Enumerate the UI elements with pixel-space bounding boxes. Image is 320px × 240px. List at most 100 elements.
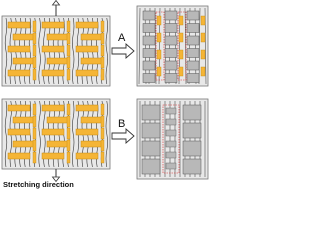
orange-crystal	[178, 15, 184, 26]
red-dashed-cluster	[162, 104, 180, 174]
double-arrow-up-icon	[51, 0, 61, 16]
lamella	[7, 21, 31, 29]
lamella	[12, 140, 36, 148]
orange-crystal	[156, 15, 162, 26]
lamella-edge	[100, 127, 105, 140]
grey-block	[182, 122, 202, 139]
grey-block	[142, 10, 156, 21]
arrow-right-a-icon	[111, 43, 135, 59]
chain-line	[72, 17, 75, 85]
grey-block	[186, 60, 200, 71]
grey-block	[164, 23, 178, 33]
lamella	[41, 104, 65, 112]
small-grey-block	[165, 140, 177, 148]
grey-block	[142, 73, 156, 83]
grey-block	[141, 140, 161, 157]
lamella-edge	[32, 127, 37, 140]
lamella-edge	[100, 103, 105, 116]
lamella-edge	[66, 32, 71, 45]
chain-line	[188, 7, 191, 85]
lamella-edge	[66, 103, 71, 116]
orange-crystal	[178, 32, 184, 43]
lamella	[80, 140, 104, 148]
grey-block	[186, 35, 200, 46]
grey-block	[164, 48, 178, 58]
lamella-edge	[66, 44, 71, 57]
chain-line	[164, 7, 167, 85]
chain-line	[105, 17, 108, 85]
chain-line	[184, 7, 187, 85]
lamella	[41, 152, 65, 160]
grey-block	[164, 60, 178, 71]
lamella-edge	[32, 32, 37, 45]
lamella-edge	[66, 115, 71, 128]
lamella	[75, 152, 99, 160]
lamella	[75, 21, 99, 29]
grey-block	[142, 23, 156, 33]
lamella-edge	[100, 56, 105, 69]
lamella	[41, 45, 65, 53]
lamella	[7, 152, 31, 160]
chain-line	[38, 17, 41, 85]
orange-crystal	[156, 49, 162, 60]
grey-block	[142, 60, 156, 71]
lamella	[12, 57, 36, 65]
lamella-edge	[66, 56, 71, 69]
label-a: A	[118, 32, 126, 44]
lamella	[80, 33, 104, 41]
lamella	[7, 45, 31, 53]
lamella	[41, 21, 65, 29]
orange-crystal	[156, 66, 162, 77]
lamella-edge	[100, 115, 105, 128]
lamella	[46, 33, 70, 41]
grey-block	[186, 73, 200, 83]
chain-line	[4, 100, 8, 168]
chain-line	[144, 7, 147, 85]
lamella-edge	[66, 151, 71, 164]
chain-line	[4, 17, 8, 85]
grey-block	[141, 122, 161, 139]
lamella-edge	[66, 20, 71, 33]
lamella	[75, 128, 99, 136]
lamella	[41, 69, 65, 77]
lamella	[46, 57, 70, 65]
caption-stretching-direction: Stretching direction	[3, 180, 74, 189]
grey-block	[186, 10, 200, 21]
lamella	[7, 128, 31, 136]
grey-block	[142, 48, 156, 58]
lamella-edge	[66, 139, 71, 152]
grey-block	[182, 140, 202, 157]
chain-line	[148, 7, 151, 85]
lamella-edge	[32, 103, 37, 116]
grey-block	[164, 10, 178, 21]
orange-crystal	[178, 49, 184, 60]
lamella	[46, 140, 70, 148]
lamella	[75, 69, 99, 77]
lamella-edge	[32, 139, 37, 152]
chain-line	[168, 7, 171, 85]
grey-block	[182, 104, 202, 121]
stretching-diagram: A B Stretching direction	[1, 0, 209, 189]
orange-crystal	[178, 66, 184, 77]
chain-line	[174, 7, 177, 85]
chain-line	[105, 100, 108, 168]
lamellae-a-initial	[7, 20, 105, 81]
lamella-edge	[100, 20, 105, 33]
orange-crystal	[156, 32, 162, 43]
lamella-edge	[32, 56, 37, 69]
lamella	[75, 45, 99, 53]
orange-crystal	[200, 32, 206, 43]
grey-block	[186, 23, 200, 33]
lamella	[12, 116, 36, 124]
chain-line	[72, 100, 75, 168]
lamella-edge	[66, 127, 71, 140]
grey-block	[141, 158, 161, 175]
red-dashed-cluster	[155, 11, 165, 81]
double-arrow-down-icon	[51, 169, 61, 183]
lamella-edge	[100, 44, 105, 57]
grey-block	[142, 35, 156, 46]
lamella-edge	[100, 68, 105, 81]
small-grey-block	[165, 107, 177, 115]
blocks-b-stretched	[141, 104, 202, 175]
orange-crystal	[200, 49, 206, 60]
